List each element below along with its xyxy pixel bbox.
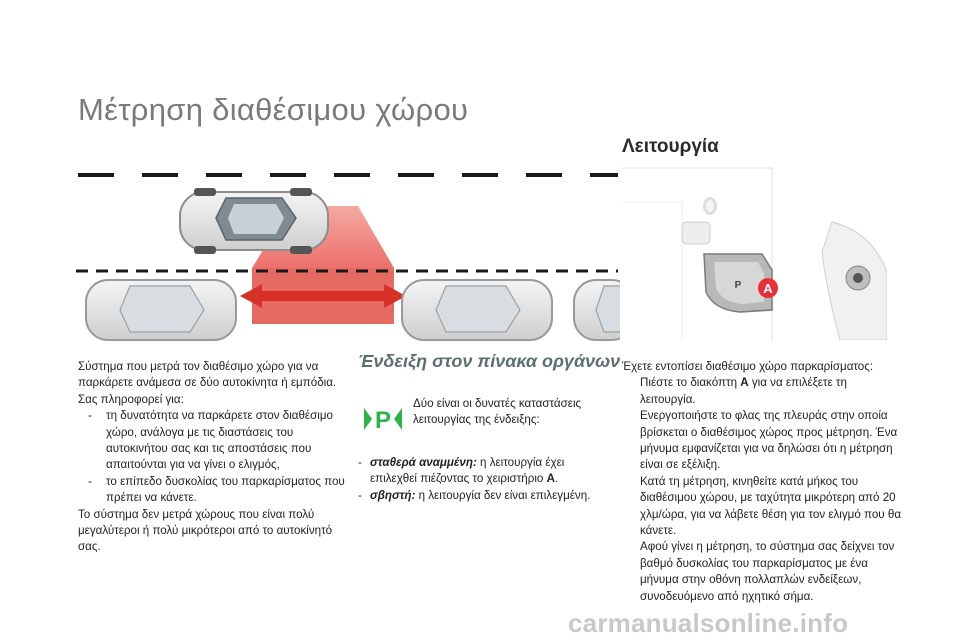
intro-paragraph: Σύστημα που μετρά τον διαθέσιμο χώρο για… [78, 360, 337, 406]
operation-step: Πιέστε το διακόπτη A για να επιλέξετε τη… [640, 376, 847, 406]
intro-list-item: -το επίπεδο δυσκολίας του παρκαρίσματος … [88, 474, 345, 505]
limitations-paragraph: Το σύστημα δεν μετρά χώρους που είναι πο… [78, 507, 333, 554]
operation-step: Κατά τη μέτρηση, κινηθείτε κατά μήκος το… [640, 474, 902, 538]
lane-marking-top [78, 173, 618, 177]
section-title-indicator: Ένδειξη στον πίνακα οργάνων [358, 351, 621, 371]
indicator-state-on: -σταθερά αναμμένη: η λειτουργία έχει επι… [358, 456, 565, 486]
section-title-operation: Λειτουργία [622, 136, 719, 157]
dashboard-button-illustration: P A [622, 167, 887, 340]
parked-car-far [573, 279, 620, 341]
operation-step: Ενεργοποιήστε το φλας της πλευράς στην ο… [640, 409, 898, 472]
intro-list-item: -τη δυνατότητα να παρκάρετε στον διαθέσι… [88, 409, 333, 472]
watermark: carmanualsonline.info [568, 608, 849, 638]
operation-step: Αφού γίνει η μέτρηση, το σύστημα σας δεί… [640, 540, 895, 603]
parking-scene-illustration [76, 188, 620, 341]
measuring-car [179, 188, 329, 254]
indicator-intro: Δύο είναι οι δυνατές καταστάσεις λειτουρ… [413, 397, 582, 427]
parking-button-panel: P [703, 253, 773, 313]
parking-button-glyph: P [735, 280, 742, 291]
operation-intro: Έχετε εντοπίσει διαθέσιμο χώρο παρκαρίσμ… [622, 360, 874, 373]
callout-a-marker: A [758, 278, 778, 298]
parked-car-rear [85, 279, 237, 341]
space-length-arrow [240, 284, 406, 308]
intro-text: Σύστημα που μετρά τον διαθέσιμο χώρο για… [78, 359, 350, 556]
indicator-states-list: -σταθερά αναμμένη: η λειτουργία έχει επι… [358, 455, 608, 504]
operation-steps: Έχετε εντοπίσει διαθέσιμο χώρο παρκαρίσμ… [622, 359, 904, 605]
parked-car-front [401, 279, 553, 341]
indicator-state-off: -σβηστή: η λειτουργία δεν είναι επιλεγμέ… [358, 488, 591, 502]
page-title: Μέτρηση διαθέσιμου χώρου [78, 92, 469, 127]
callout-a-letter: A [763, 281, 773, 296]
indicator-icon-letter: P [375, 407, 391, 434]
parking-space-indicator-icon: P [364, 407, 402, 434]
